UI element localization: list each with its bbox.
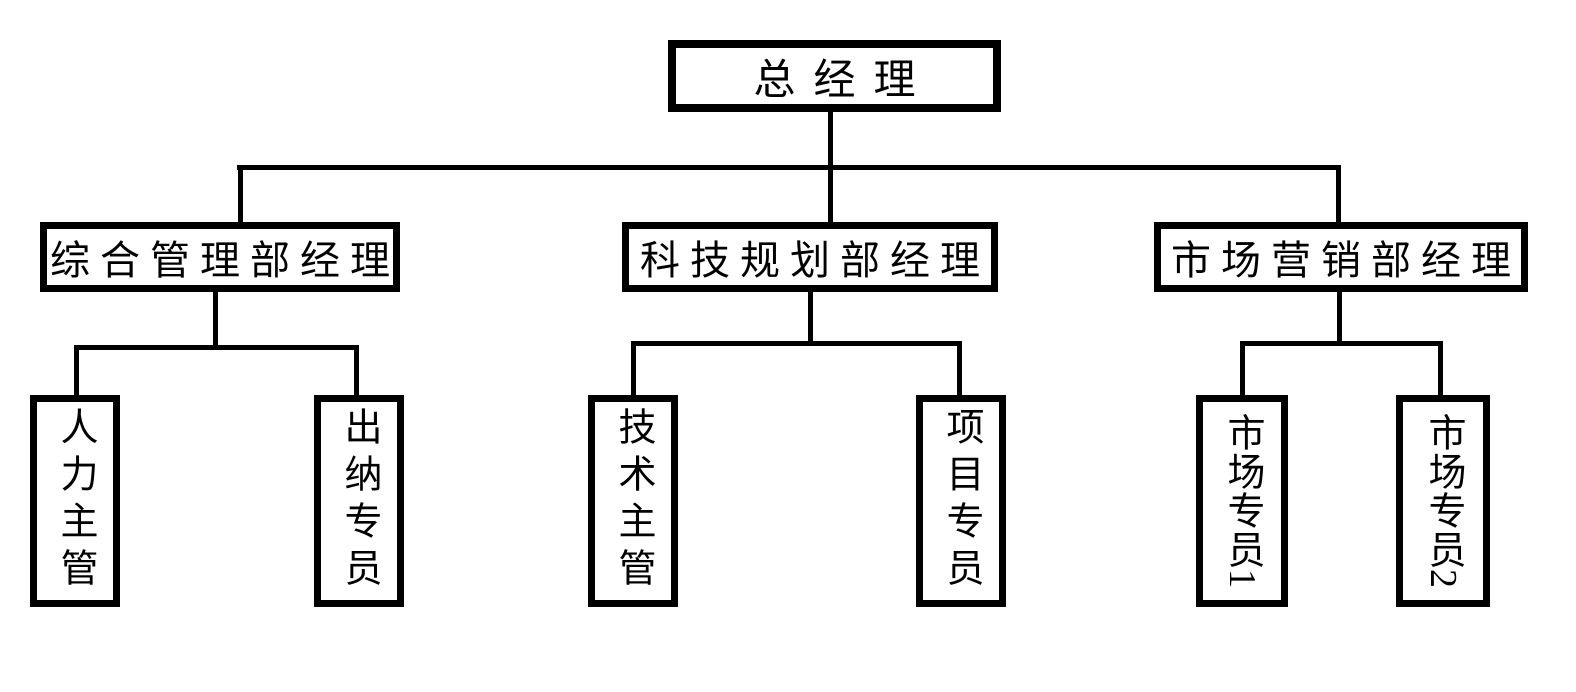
node-marketing-dept-manager-label: 市场营销部经理	[1171, 238, 1521, 283]
node-project-specialist: 项目专员	[916, 395, 1006, 607]
node-market-specialist-1: 市场专员1	[1196, 395, 1288, 607]
connector-drop-leaf2	[354, 345, 359, 397]
node-market-specialist-1-label: 市场专员1	[1221, 413, 1263, 589]
node-admin-dept-manager: 综合管理部经理	[40, 222, 400, 292]
node-tech-supervisor-label: 技术主管	[612, 407, 654, 595]
node-market-specialist-2-label: 市场专员2	[1422, 413, 1464, 589]
node-market-specialist-2: 市场专员2	[1396, 395, 1490, 607]
node-cashier-specialist: 出纳专员	[314, 395, 404, 607]
connector-dept2-drop	[808, 290, 813, 346]
node-tech-planning-dept-manager-label: 科技规划部经理	[640, 238, 990, 283]
node-project-specialist-label: 项目专员	[940, 407, 982, 595]
connector-dept2-bus	[631, 341, 962, 346]
connector-dept1-bus	[74, 345, 359, 350]
connector-drop-leaf4	[957, 341, 962, 397]
connector-drop-leaf5	[1240, 341, 1245, 397]
node-cashier-specialist-label: 出纳专员	[338, 407, 380, 595]
connector-drop-leaf1	[74, 345, 79, 397]
node-hr-supervisor: 人力主管	[30, 395, 120, 607]
connector-drop-dept3	[1336, 165, 1341, 222]
node-marketing-dept-manager: 市场营销部经理	[1154, 222, 1528, 292]
connector-dept1-drop	[213, 290, 218, 347]
node-tech-supervisor: 技术主管	[588, 395, 678, 607]
node-hr-supervisor-label: 人力主管	[54, 407, 96, 595]
connector-drop-dept1	[238, 165, 243, 222]
node-general-manager: 总经理	[668, 40, 1001, 112]
connector-level2-bus	[237, 165, 1341, 170]
connector-drop-leaf6	[1438, 341, 1443, 397]
node-tech-planning-dept-manager: 科技规划部经理	[622, 222, 998, 292]
node-admin-dept-manager-label: 综合管理部经理	[50, 238, 400, 283]
connector-drop-leaf3	[631, 341, 636, 397]
connector-dept3-drop	[1337, 290, 1342, 346]
connector-dept3-bus	[1240, 341, 1443, 346]
node-general-manager-label: 总经理	[753, 57, 934, 104]
